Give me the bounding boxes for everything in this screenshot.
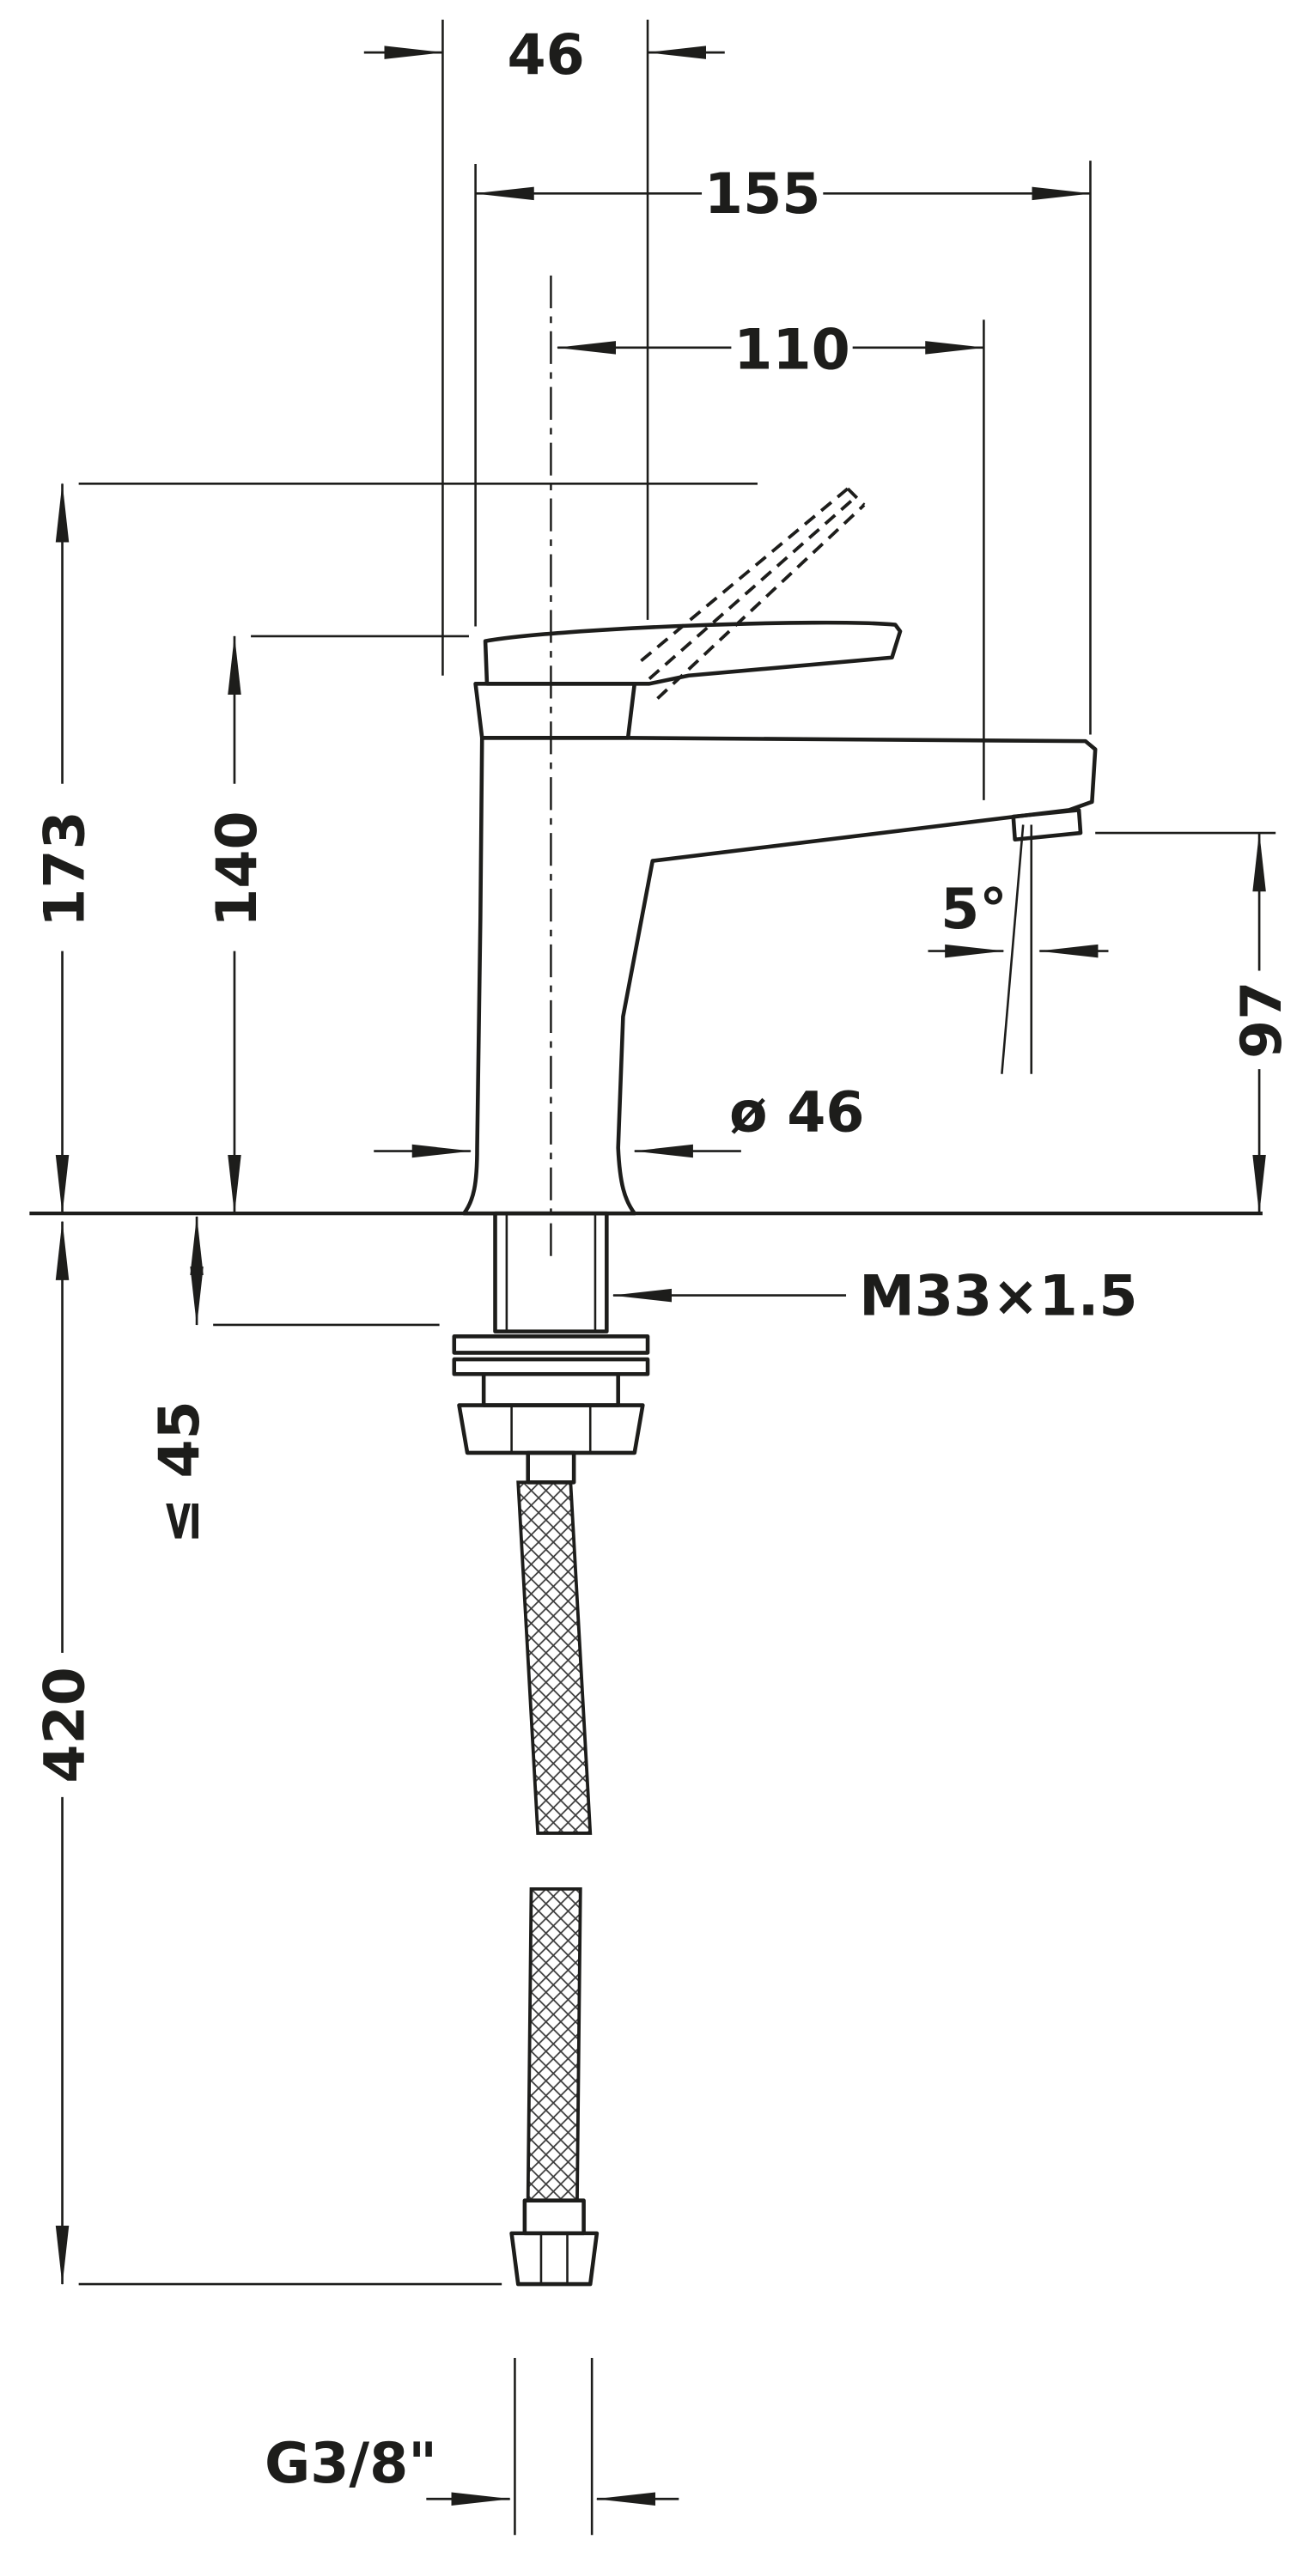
aerator: [1011, 808, 1083, 842]
supply-hose: [509, 1480, 600, 2287]
gaskets-and-fixing-nut: [452, 1334, 650, 1485]
lever-raised-position-dashed: [640, 487, 866, 700]
dim-5deg-label: 5°: [941, 878, 1008, 942]
dim-110-label: 110: [734, 319, 849, 383]
dim-97-label: 97: [1230, 981, 1294, 1059]
hose-upper-segment: [516, 1480, 593, 1835]
dim-420-label: 420: [33, 1667, 97, 1783]
faucet-cap: [473, 682, 637, 740]
dimension-97: 97: [1230, 831, 1294, 1215]
faucet-body-outline: [461, 620, 1098, 1216]
dimension-thread: M33×1.5: [612, 1264, 1138, 1329]
extension-lines: [78, 19, 1276, 2536]
dimension-140: 140: [205, 635, 270, 1215]
dimension-110: 110: [556, 319, 985, 383]
dimension-connection: G3/8": [265, 2432, 679, 2506]
dimension-dia46: ø 46: [374, 1081, 865, 1158]
dimension-46: 46: [363, 23, 725, 88]
dimension-max45: ≤ 45: [148, 1215, 212, 1545]
faucet-lever-handle: [483, 620, 903, 686]
dim-dia46-label: ø 46: [729, 1081, 864, 1145]
dim-46-label: 46: [508, 23, 585, 88]
faucet-body-spout: [461, 736, 1098, 1216]
dimension-155: 155: [474, 162, 1092, 227]
threaded-shank: [493, 1211, 609, 1334]
dim-connection-label: G3/8": [265, 2432, 437, 2496]
hose-end-nut: [509, 2231, 600, 2287]
dim-thread-label: M33×1.5: [859, 1264, 1137, 1328]
dim-155-label: 155: [704, 162, 820, 227]
water-stream-lines: [1001, 824, 1033, 1074]
dim-173-label: 173: [33, 811, 97, 927]
hose-end-fitting: [522, 2198, 586, 2236]
dimension-5deg: 5°: [928, 878, 1109, 958]
dim-max45-label: ≤ 45: [148, 1400, 212, 1544]
dimension-420: 420: [33, 1220, 97, 2286]
dim-140-label: 140: [205, 811, 270, 927]
hose-lower-segment: [526, 1886, 582, 2202]
dimension-173: 173: [33, 482, 97, 1215]
